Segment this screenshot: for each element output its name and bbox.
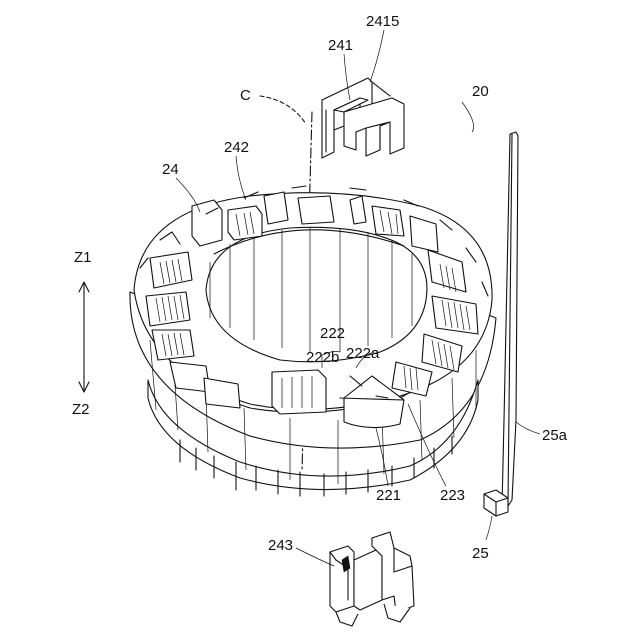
axis-arrow-z [79, 282, 89, 392]
label-221: 221 [376, 488, 401, 503]
terminal-clip-243 [330, 532, 414, 626]
label-242: 242 [224, 140, 249, 155]
label-241: 241 [328, 38, 353, 53]
label-20: 20 [472, 84, 489, 99]
label-223: 223 [440, 488, 465, 503]
label-222b: 222b [306, 350, 339, 365]
label-25a: 25a [542, 428, 567, 443]
label-2415: 2415 [366, 14, 399, 29]
label-222: 222 [320, 326, 345, 341]
strip-25a [502, 132, 518, 506]
label-243: 243 [268, 538, 293, 553]
label-z2: Z2 [72, 402, 90, 417]
label-24: 24 [162, 162, 179, 177]
label-222a: 222a [346, 346, 379, 361]
label-c: C [240, 88, 251, 103]
label-z1: Z1 [74, 250, 92, 265]
terminal-clip-241 [322, 78, 404, 158]
label-25: 25 [472, 546, 489, 561]
